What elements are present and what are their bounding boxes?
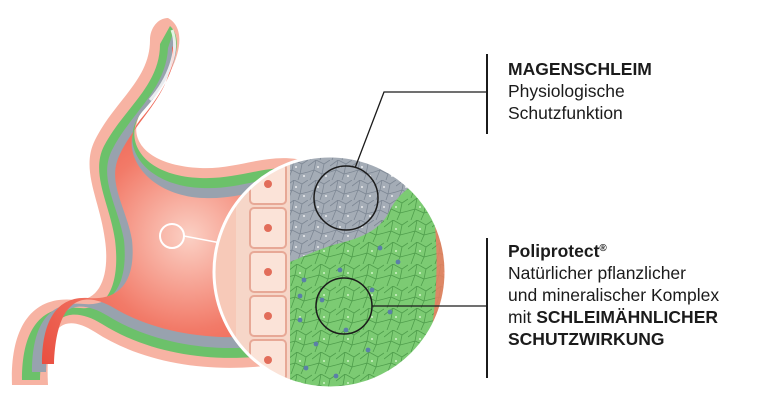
mucus-label-bar [486, 54, 488, 134]
product-line-3-prefix: mit [508, 307, 536, 327]
product-line-3: mit SCHLEIMÄHNLICHER [508, 306, 719, 328]
mucus-line-2: Schutzfunktion [508, 102, 652, 124]
product-line-1: Natürlicher pflanzlicher [508, 262, 719, 284]
mucus-label: MAGENSCHLEIM Physiologische Schutzfunkti… [508, 58, 652, 124]
mucus-leader-line [355, 92, 487, 168]
product-label: Poliprotect® Natürlicher pflanzlicher un… [508, 240, 719, 350]
product-name-line: Poliprotect® [508, 240, 719, 262]
product-name: Poliprotect [508, 241, 599, 261]
mucus-title: MAGENSCHLEIM [508, 58, 652, 80]
mucus-line-1: Physiologische [508, 80, 652, 102]
registered-mark: ® [599, 243, 606, 254]
product-line-3-bold: SCHLEIMÄHNLICHER [536, 307, 718, 327]
product-line-2: und mineralischer Komplex [508, 284, 719, 306]
product-label-bar [486, 238, 488, 378]
product-line-4: SCHUTZWIRKUNG [508, 328, 719, 350]
